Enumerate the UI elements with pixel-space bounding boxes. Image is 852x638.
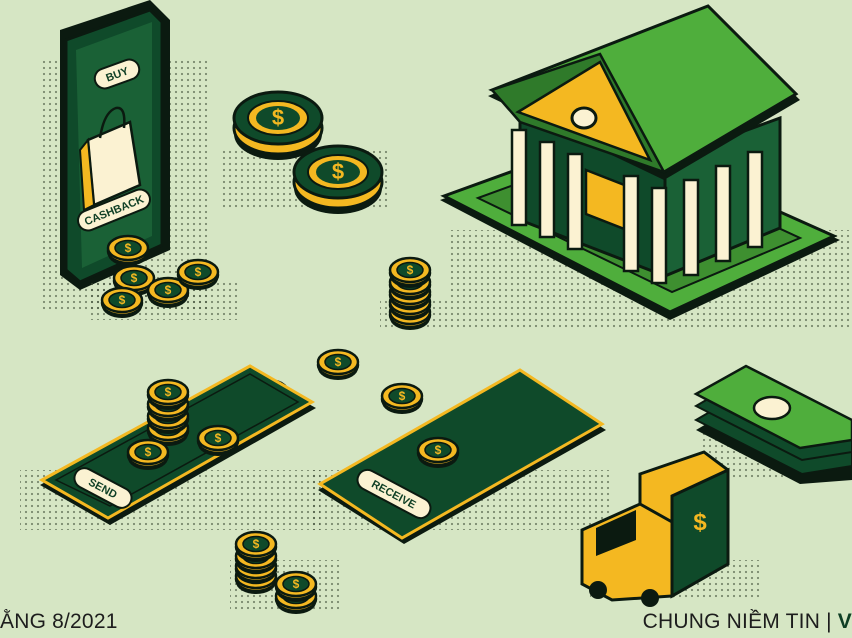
cash-stack bbox=[693, 364, 852, 484]
footer-right-bold: V bbox=[837, 610, 852, 633]
big-coins bbox=[220, 90, 390, 216]
bank-columns bbox=[510, 128, 764, 285]
bank-building bbox=[440, 4, 850, 330]
shopping-bag-icon bbox=[78, 106, 142, 212]
armored-truck: $ bbox=[580, 450, 760, 607]
send-pill: SEND bbox=[73, 467, 133, 509]
footer-right-text: CHUNG NIỀM TIN | V bbox=[643, 610, 852, 634]
buy-pill: BUY bbox=[93, 58, 141, 90]
receive-phone: RECEIVE bbox=[310, 368, 610, 544]
footer-left-text: ẰNG 8/2021 bbox=[0, 610, 118, 633]
coin-stack-bottom bbox=[230, 530, 340, 616]
dollar-sign-icon: $ bbox=[693, 509, 707, 536]
footer-right-main: CHUNG NIỀM TIN | bbox=[642, 610, 838, 633]
shopping-phone: BUY CASHBACK bbox=[40, 0, 210, 310]
spilled-coins bbox=[90, 234, 240, 320]
coin-stack-middle bbox=[380, 256, 450, 332]
send-phone: SEND bbox=[20, 364, 320, 530]
